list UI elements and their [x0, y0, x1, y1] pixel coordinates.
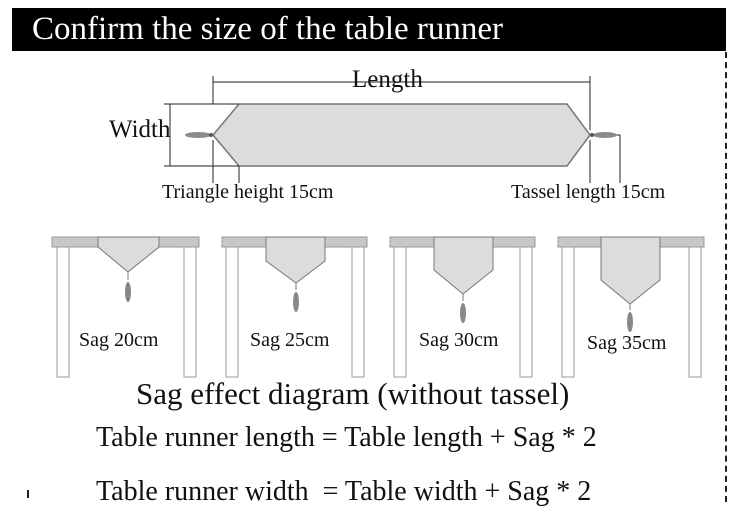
runner-top-view — [164, 76, 621, 183]
triangle-height-label: Triangle height 15cm — [162, 181, 334, 203]
table-leg-left — [393, 246, 407, 378]
sag-example-1 — [51, 236, 200, 378]
table-leg-left — [56, 246, 70, 378]
sag-example-3 — [389, 236, 536, 378]
width-label: Width — [109, 116, 171, 143]
tassel-left-knot — [209, 133, 213, 137]
length-label: Length — [352, 66, 423, 93]
sag-label-2: Sag 25cm — [250, 329, 330, 351]
table-leg-left — [225, 246, 239, 378]
tassel-left-icon — [185, 132, 211, 138]
runner-drop — [600, 236, 661, 305]
sag-example-2 — [221, 236, 368, 378]
tassel-icon — [627, 312, 633, 332]
tassel-length-label: Tassel length 15cm — [511, 181, 666, 203]
runner-drop — [265, 236, 326, 284]
runner-shape — [212, 103, 591, 167]
sag-label-3: Sag 30cm — [419, 329, 499, 351]
tassel-right-knot — [590, 133, 594, 137]
tassel-icon — [460, 303, 466, 323]
table-leg-left — [561, 246, 575, 378]
tassel-icon — [293, 292, 299, 312]
table-leg-right — [519, 246, 533, 378]
diagram-caption: Sag effect diagram (without tassel) — [136, 376, 570, 411]
table-leg-right — [351, 246, 365, 378]
page-title: Confirm the size of the table runner — [32, 11, 504, 47]
runner-drop — [433, 236, 494, 295]
title-banner: Confirm the size of the table runner — [12, 8, 726, 51]
table-leg-right — [688, 246, 702, 378]
tassel-right-icon — [593, 132, 617, 138]
formula-width: Table runner width = Table width + Sag *… — [96, 476, 592, 507]
sag-example-4 — [557, 236, 705, 378]
tassel-icon — [125, 282, 131, 302]
sag-label-4: Sag 35cm — [587, 332, 667, 354]
table-leg-right — [183, 246, 197, 378]
border-mark-left — [27, 490, 29, 498]
runner-drop — [97, 236, 160, 273]
sag-label-1: Sag 20cm — [79, 329, 159, 351]
formula-length: Table runner length = Table length + Sag… — [96, 422, 597, 453]
dashed-border-right — [725, 52, 727, 502]
